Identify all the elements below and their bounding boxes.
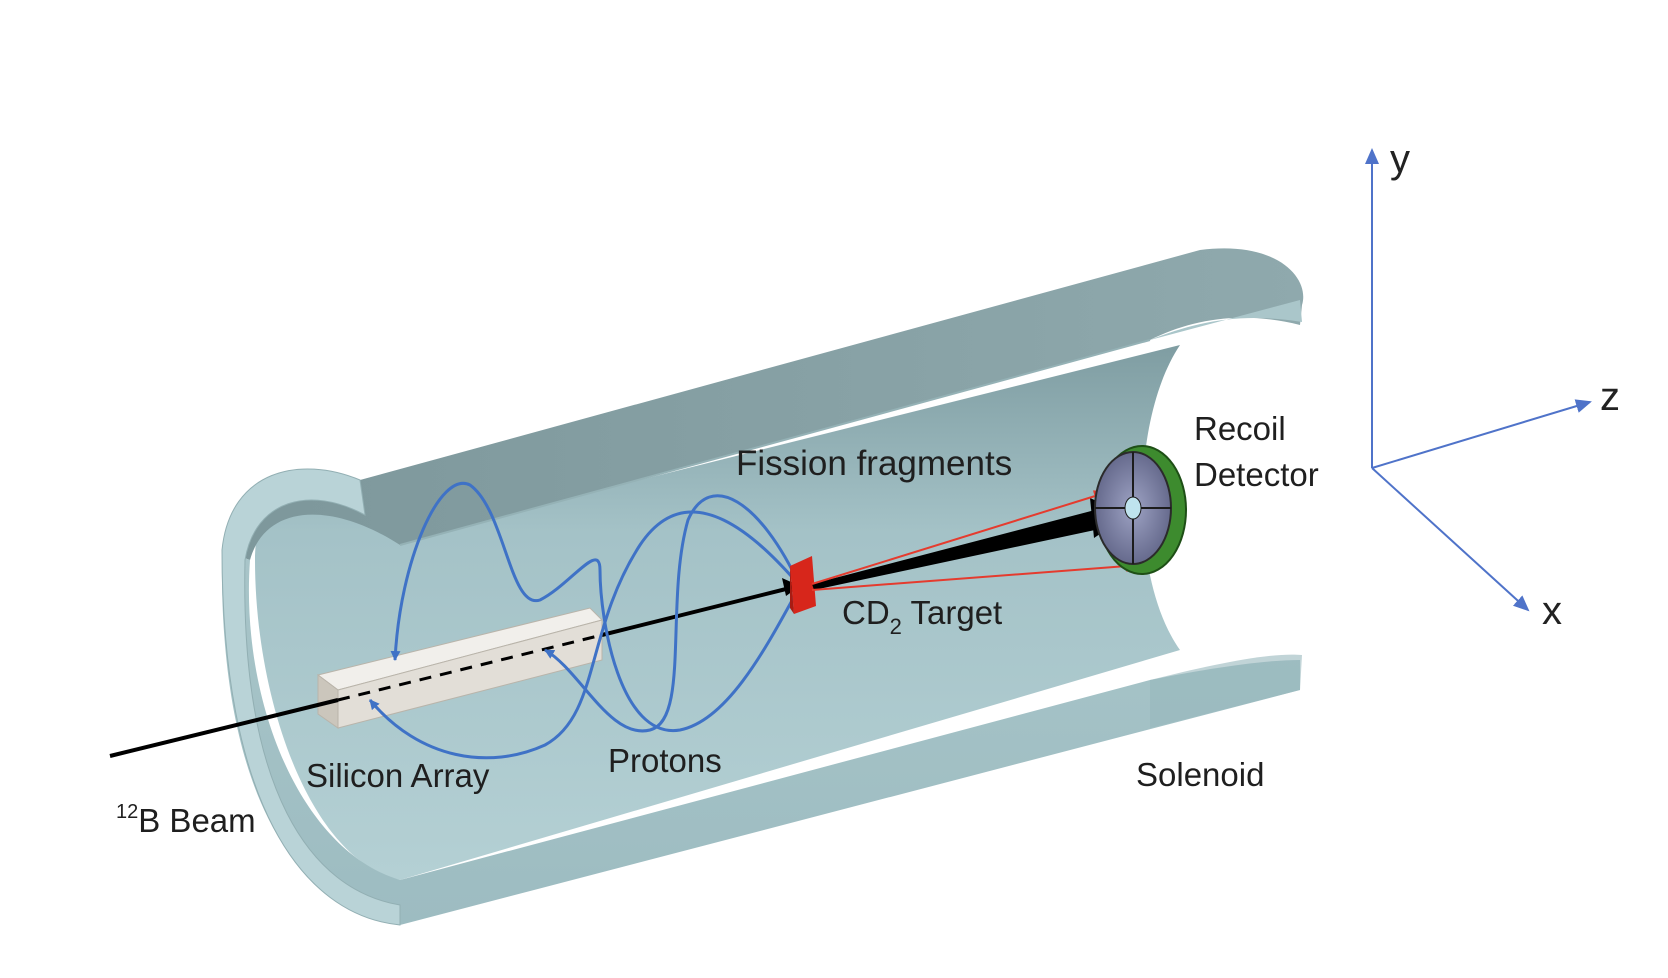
axis-label-x: x bbox=[1542, 589, 1562, 633]
solenoid bbox=[221, 248, 1304, 926]
label-cd2-subscript: 2 bbox=[890, 614, 902, 639]
fission-fragment-arrows bbox=[811, 490, 1142, 591]
label-recoil-line2: Detector bbox=[1194, 456, 1319, 493]
label-beam: 12B Beam bbox=[116, 801, 256, 839]
label-beam-text: B Beam bbox=[138, 802, 255, 839]
proton-path-2 bbox=[544, 494, 802, 733]
proton-trajectories bbox=[368, 481, 802, 760]
cd2-target bbox=[790, 556, 816, 614]
beam-line-dashed bbox=[337, 633, 603, 702]
recoil-detector bbox=[1094, 445, 1187, 575]
fission-arrow-upper bbox=[811, 490, 1110, 585]
label-recoil-line1: Recoil bbox=[1194, 410, 1286, 447]
axis-label-y: y bbox=[1390, 137, 1410, 181]
label-cd2-target: CD2 Target bbox=[842, 594, 1002, 639]
axis-x bbox=[1371, 467, 1530, 612]
fission-arrow-lower bbox=[811, 560, 1142, 591]
label-cd2-suffix: Target bbox=[902, 594, 1002, 631]
label-beam-superscript: 12 bbox=[116, 801, 138, 823]
proton-path-1 bbox=[368, 510, 802, 760]
solenoid-top-edge bbox=[1150, 300, 1302, 340]
label-silicon-array: Silicon Array bbox=[306, 757, 490, 794]
solenoid-bore bbox=[255, 345, 1180, 880]
label-solenoid: Solenoid bbox=[1136, 756, 1264, 793]
coordinate-axes bbox=[1365, 148, 1592, 612]
label-protons: Protons bbox=[608, 742, 722, 779]
label-fission-fragments: Fission fragments bbox=[736, 444, 1012, 483]
label-cd2-prefix: CD bbox=[842, 594, 890, 631]
proton-path-3 bbox=[390, 481, 802, 732]
beam-line-right bbox=[601, 586, 791, 637]
solenoid-top-shell bbox=[222, 248, 1304, 561]
beam-line-left bbox=[109, 698, 339, 758]
axis-z bbox=[1371, 399, 1592, 469]
axis-label-z: z bbox=[1600, 375, 1620, 419]
solenoid-front-rim bbox=[221, 468, 401, 926]
